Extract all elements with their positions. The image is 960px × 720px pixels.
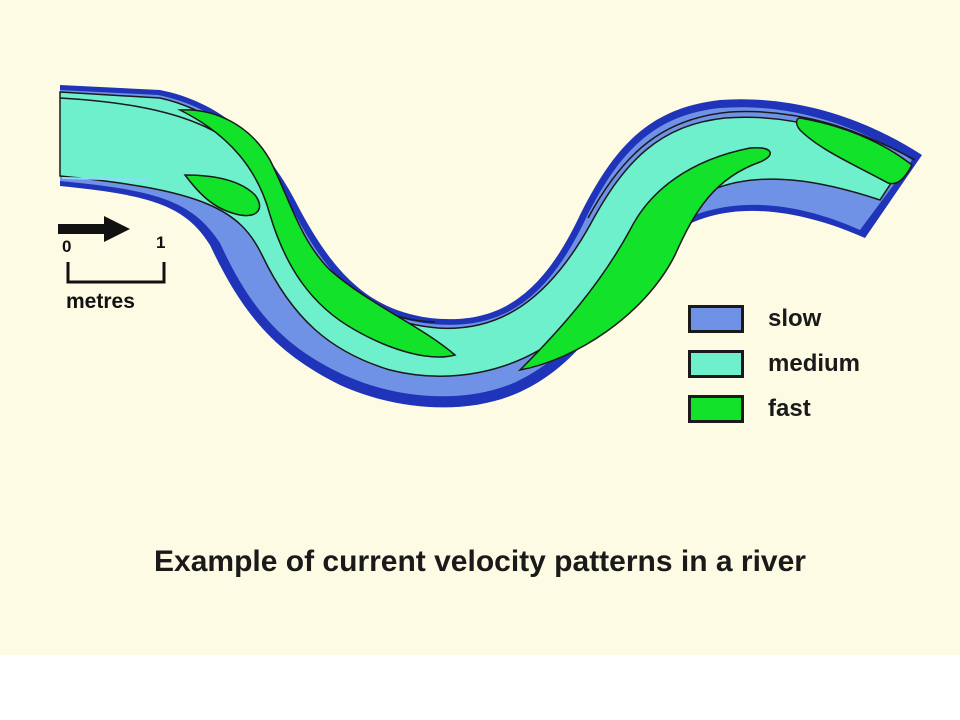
fast-zone xyxy=(183,174,261,217)
scale-bar xyxy=(66,262,166,284)
legend-item-slow: slow xyxy=(688,305,928,339)
river-diagram xyxy=(58,85,922,408)
legend-swatch-fast xyxy=(688,395,744,423)
legend-item-fast: fast xyxy=(688,395,928,429)
fast-zone xyxy=(517,147,771,372)
scale-start-label: 0 xyxy=(62,237,72,256)
legend-item-medium: medium xyxy=(688,350,928,384)
legend-label-fast: fast xyxy=(768,395,811,422)
legend-swatch-slow xyxy=(688,305,744,333)
legend-swatch-medium xyxy=(688,350,744,378)
right-arrow-icon xyxy=(58,216,130,242)
slide-background: 0 1 metres slow medium fast Example of c… xyxy=(0,0,960,655)
scale-unit-label: metres xyxy=(66,290,135,313)
figure-caption: Example of current velocity patterns in … xyxy=(154,545,806,578)
fast-zone xyxy=(795,117,913,185)
legend-label-slow: slow xyxy=(768,305,822,332)
fast-zone xyxy=(177,109,457,358)
scale-end-label: 1 xyxy=(156,233,166,252)
legend-label-medium: medium xyxy=(768,350,861,377)
surface-streak xyxy=(61,177,151,181)
inner-channel-line xyxy=(587,110,916,219)
